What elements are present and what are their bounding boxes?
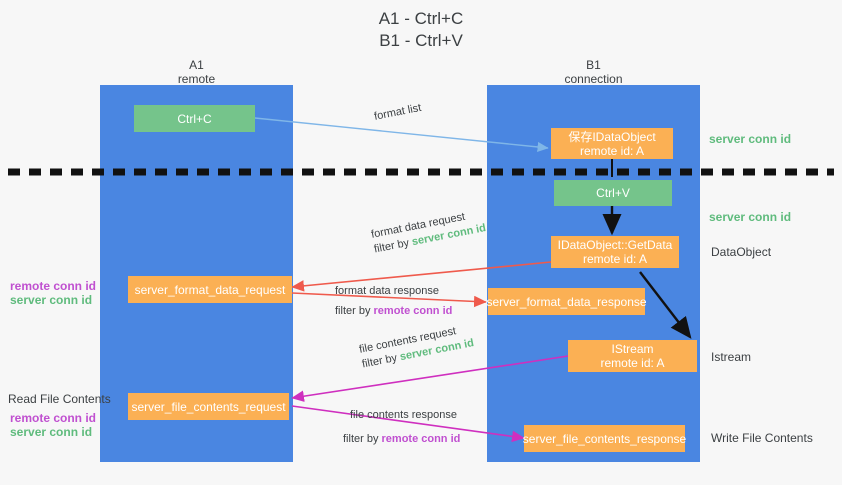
fdres-filter-prefix: filter by bbox=[335, 305, 374, 317]
node-ctrl-v[interactable]: Ctrl+V bbox=[554, 180, 672, 206]
edge-label-format-data-response: format data response filter by remote co… bbox=[335, 284, 452, 319]
node-save-idataobject[interactable]: 保存IDataObject remote id: A bbox=[551, 128, 673, 159]
annotation-server-conn-id-top: server conn id bbox=[709, 132, 792, 146]
node-istream[interactable]: IStream remote id: A bbox=[568, 340, 697, 372]
node-server-file-contents-request[interactable]: server_file_contents_request bbox=[128, 393, 289, 420]
fdres-filter-key: remote conn id bbox=[373, 305, 453, 317]
node-ctrl-c[interactable]: Ctrl+C bbox=[134, 105, 255, 132]
annotation-server-conn-id-1: server conn id bbox=[10, 293, 93, 307]
edge-label-fdres-line2: filter by remote conn id bbox=[335, 304, 452, 319]
annotation-dataobject: DataObject bbox=[711, 245, 772, 259]
node-server-file-contents-response[interactable]: server_file_contents_response bbox=[523, 425, 686, 452]
annotation-write-file-contents: Write File Contents bbox=[711, 431, 813, 445]
node-idataobject-getdata[interactable]: IDataObject::GetData remote id: A bbox=[551, 236, 679, 268]
edge-label-fcres-line2: filter by remote conn id bbox=[343, 432, 460, 447]
annotation-read-file-contents: Read File Contents bbox=[8, 392, 111, 406]
annotation-remote-conn-id-2: remote conn id bbox=[10, 411, 97, 425]
annotation-remote-conn-id-1: remote conn id bbox=[10, 279, 97, 293]
edge-label-fcres-line1: file contents response bbox=[350, 409, 458, 421]
edge-label-fdres-line1: format data response bbox=[335, 285, 439, 297]
annotation-server-conn-id-2: server conn id bbox=[10, 425, 93, 439]
fcres-filter-prefix: filter by bbox=[343, 433, 382, 445]
lane-header-a1: A1 remote bbox=[177, 58, 216, 86]
edge-label-format-data-request: format data request filter by server con… bbox=[370, 206, 487, 257]
edge-label-file-contents-request: file contents request filter by server c… bbox=[358, 321, 475, 372]
edge-label-format-list-text: format list bbox=[373, 101, 423, 123]
diagram-title: A1 - Ctrl+C B1 - Ctrl+V bbox=[378, 9, 464, 50]
node-server-format-data-response[interactable]: server_format_data_response bbox=[486, 288, 647, 315]
annotation-server-conn-id-mid: server conn id bbox=[709, 210, 792, 224]
edge-label-format-list: format list bbox=[373, 101, 423, 125]
fcres-filter-key: remote conn id bbox=[381, 433, 461, 445]
lane-header-b1: B1 connection bbox=[564, 58, 623, 86]
annotation-istream: Istream bbox=[711, 350, 752, 364]
edge-label-file-contents-response: file contents response filter by remote … bbox=[343, 408, 460, 447]
node-server-format-data-request[interactable]: server_format_data_request bbox=[128, 276, 292, 303]
